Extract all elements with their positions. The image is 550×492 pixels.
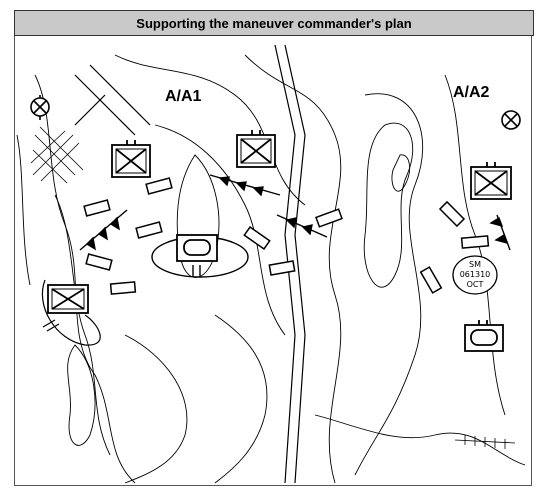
terrain-map: SM 061310 OCT A/A1 A/A2	[16, 44, 526, 484]
obstacle-line-east	[489, 214, 511, 251]
contour-lines	[16, 54, 526, 484]
obstacle-line-center	[209, 174, 281, 197]
control-point-west	[30, 95, 50, 120]
roads	[74, 44, 306, 484]
unit-boxed-x-3	[470, 162, 512, 200]
control-point-east	[501, 110, 521, 130]
annotation-line-2: 061310	[460, 270, 491, 279]
unit-oval-box-2	[464, 320, 504, 352]
unit-boxed-x-2	[236, 130, 276, 168]
railroad-marks	[454, 435, 516, 449]
obstacle-line-left	[79, 209, 128, 251]
battle-positions	[83, 177, 490, 295]
sector-label-a2: A/A2	[453, 84, 490, 101]
sector-label-a1: A/A1	[165, 88, 202, 105]
built-up-area	[30, 126, 84, 184]
unit-oval-box-1	[151, 234, 249, 278]
figure-title: Supporting the maneuver commander's plan	[14, 10, 534, 36]
unit-boxed-x-4	[41, 279, 101, 346]
annotation-line-1: SM	[469, 260, 481, 269]
annotation-line-3: OCT	[467, 280, 484, 289]
obstacle-line-right	[276, 214, 328, 238]
unit-boxed-x-1	[111, 140, 151, 178]
annotation-oval: SM 061310 OCT	[452, 255, 498, 295]
